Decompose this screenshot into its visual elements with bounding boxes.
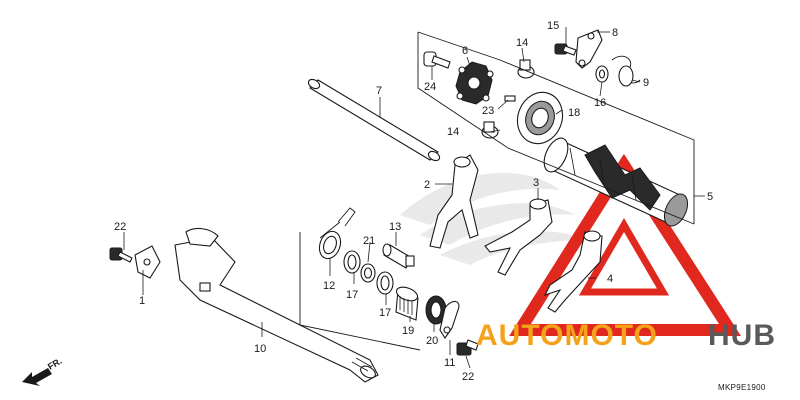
callout-8: 8 bbox=[612, 27, 618, 39]
callout-19: 19 bbox=[402, 325, 414, 337]
callout-12: 12 bbox=[323, 280, 335, 292]
callout-16: 16 bbox=[594, 97, 606, 109]
callout-10: 10 bbox=[254, 343, 266, 355]
callout-21: 21 bbox=[363, 235, 375, 247]
part-2-shift-fork bbox=[429, 154, 479, 249]
part-17-washer-a bbox=[343, 250, 361, 274]
callout-15: 15 bbox=[547, 20, 559, 32]
callout-4: 4 bbox=[607, 273, 613, 285]
callout-23: 23 bbox=[482, 105, 494, 117]
part-9-spring bbox=[611, 55, 641, 87]
callout-17-a: 17 bbox=[346, 289, 358, 301]
part-18-bearing bbox=[516, 91, 564, 145]
part-5-shift-drum bbox=[543, 137, 689, 227]
part-3-shift-fork bbox=[484, 198, 553, 276]
leader-lines bbox=[123, 27, 705, 369]
part-15-bolt bbox=[554, 43, 577, 56]
callout-14-upper: 14 bbox=[516, 37, 528, 49]
callouts: 1 2 3 4 5 6 7 8 9 10 11 12 13 14 14 15 1… bbox=[114, 20, 713, 383]
callout-18: 18 bbox=[568, 107, 580, 119]
callout-13: 13 bbox=[389, 221, 401, 233]
part-4-shift-fork bbox=[543, 230, 603, 313]
front-direction-label: FR. bbox=[46, 356, 64, 372]
diagram-ref-code: MKP9E1900 bbox=[718, 383, 766, 392]
part-13-collar bbox=[382, 243, 415, 269]
part-17-washer-b bbox=[376, 271, 394, 295]
part-7-shaft bbox=[307, 78, 441, 162]
part-23-pin bbox=[504, 95, 516, 102]
part-11-stopper-arm bbox=[439, 300, 460, 339]
callout-1: 1 bbox=[139, 295, 145, 307]
part-22-bolt-left bbox=[109, 247, 133, 263]
callout-9: 9 bbox=[643, 77, 649, 89]
part-14-bolt-upper bbox=[517, 59, 535, 79]
callout-7: 7 bbox=[376, 85, 382, 97]
callout-2: 2 bbox=[424, 179, 430, 191]
part-12-spring bbox=[318, 207, 356, 260]
part-8-stopper-arm bbox=[575, 29, 603, 69]
callout-17-b: 17 bbox=[379, 307, 391, 319]
callout-3: 3 bbox=[533, 177, 539, 189]
callout-24: 24 bbox=[424, 81, 436, 93]
part-16-washer bbox=[595, 65, 609, 83]
assembly-bracket-lines bbox=[299, 31, 695, 351]
part-19-needle-bearing bbox=[395, 286, 419, 321]
callout-20: 20 bbox=[426, 335, 438, 347]
callout-11: 11 bbox=[444, 357, 455, 369]
watermark-text-hub: HUB bbox=[708, 319, 776, 352]
callout-6: 6 bbox=[462, 45, 468, 57]
part-1-plate bbox=[134, 245, 161, 279]
watermark-triangle bbox=[509, 153, 741, 336]
callout-22-bottom: 22 bbox=[462, 371, 474, 383]
callout-22-left: 22 bbox=[114, 221, 126, 233]
automotohub-watermark: AUTOMOTO HUB bbox=[476, 319, 776, 352]
part-21-washer bbox=[360, 263, 376, 283]
part-24-bolt bbox=[423, 51, 451, 69]
part-22-bolt-bottom bbox=[456, 339, 479, 356]
front-direction-arrow: FR. bbox=[22, 356, 64, 386]
callout-14-lower: 14 bbox=[447, 126, 459, 138]
callout-5: 5 bbox=[707, 191, 713, 203]
watermark-text-automoto: AUTOMOTO bbox=[476, 319, 658, 352]
part-20-oil-seal bbox=[425, 295, 447, 325]
part-6-cam-plate bbox=[455, 61, 494, 105]
part-10-shift-spindle bbox=[174, 227, 379, 383]
